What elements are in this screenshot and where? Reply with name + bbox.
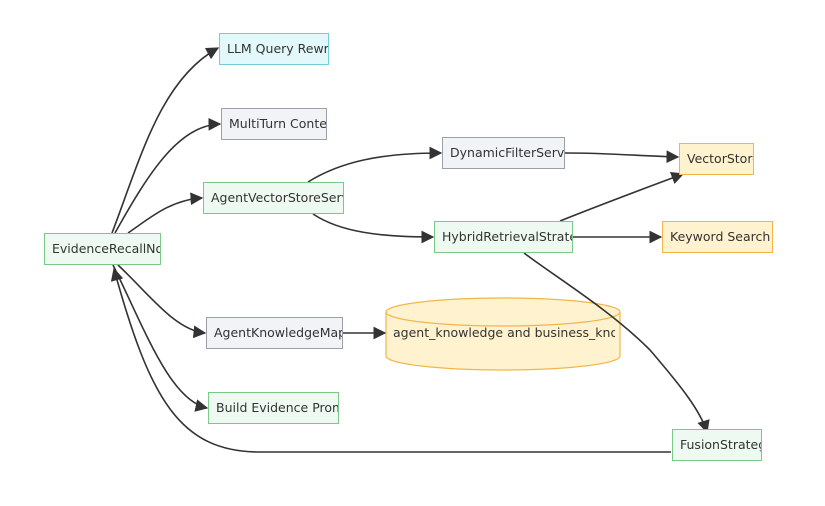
build-evidence-prompt-node[interactable]: Build Evidence Prompt [208,392,339,424]
edge-recall-to-agent-vector [127,192,204,234]
agent-knowledge-mapper-node[interactable]: AgentKnowledgeMapper [206,317,343,349]
edge-agent-vector-to-dynamic-filter [307,146,443,183]
agent-vector-store-service-node[interactable]: AgentVectorStoreService [203,182,344,214]
hybrid-retrieval-strategy-node[interactable]: HybridRetrievalStrategy [434,221,573,253]
multiturn-context-node[interactable]: MultiTurn Context [221,108,327,140]
edge-recall-to-multiturn [114,117,222,234]
edge-recall-to-build-evidence [112,264,209,412]
evidence-recall-node[interactable]: EvidenceRecallNode [44,233,161,265]
knowledge-database-label: agent_knowledge and business_knowledge [393,325,615,340]
fusion-strategy-node[interactable]: FusionStrategy [672,429,762,461]
edge-dynamic-filter-to-vector-store [564,150,680,164]
dynamic-filter-service-node[interactable]: DynamicFilterService [442,137,565,169]
edge-fusion-to-recall [110,267,671,453]
vector-store-node[interactable]: VectorStore [679,143,754,175]
knowledge-database-cylinder [385,297,621,371]
edge-recall-to-knowledge-mapper [117,264,207,339]
edge-agent-vector-to-hybrid [312,213,435,244]
edge-recall-to-llm-query [111,47,220,234]
keyword-search-node[interactable]: Keyword Search [662,221,773,253]
llm-query-rewrite-node[interactable]: LLM Query Rewrite [219,33,329,65]
edge-hybrid-to-vector-store [559,172,685,222]
edge-hybrid-to-fusion [523,252,710,434]
